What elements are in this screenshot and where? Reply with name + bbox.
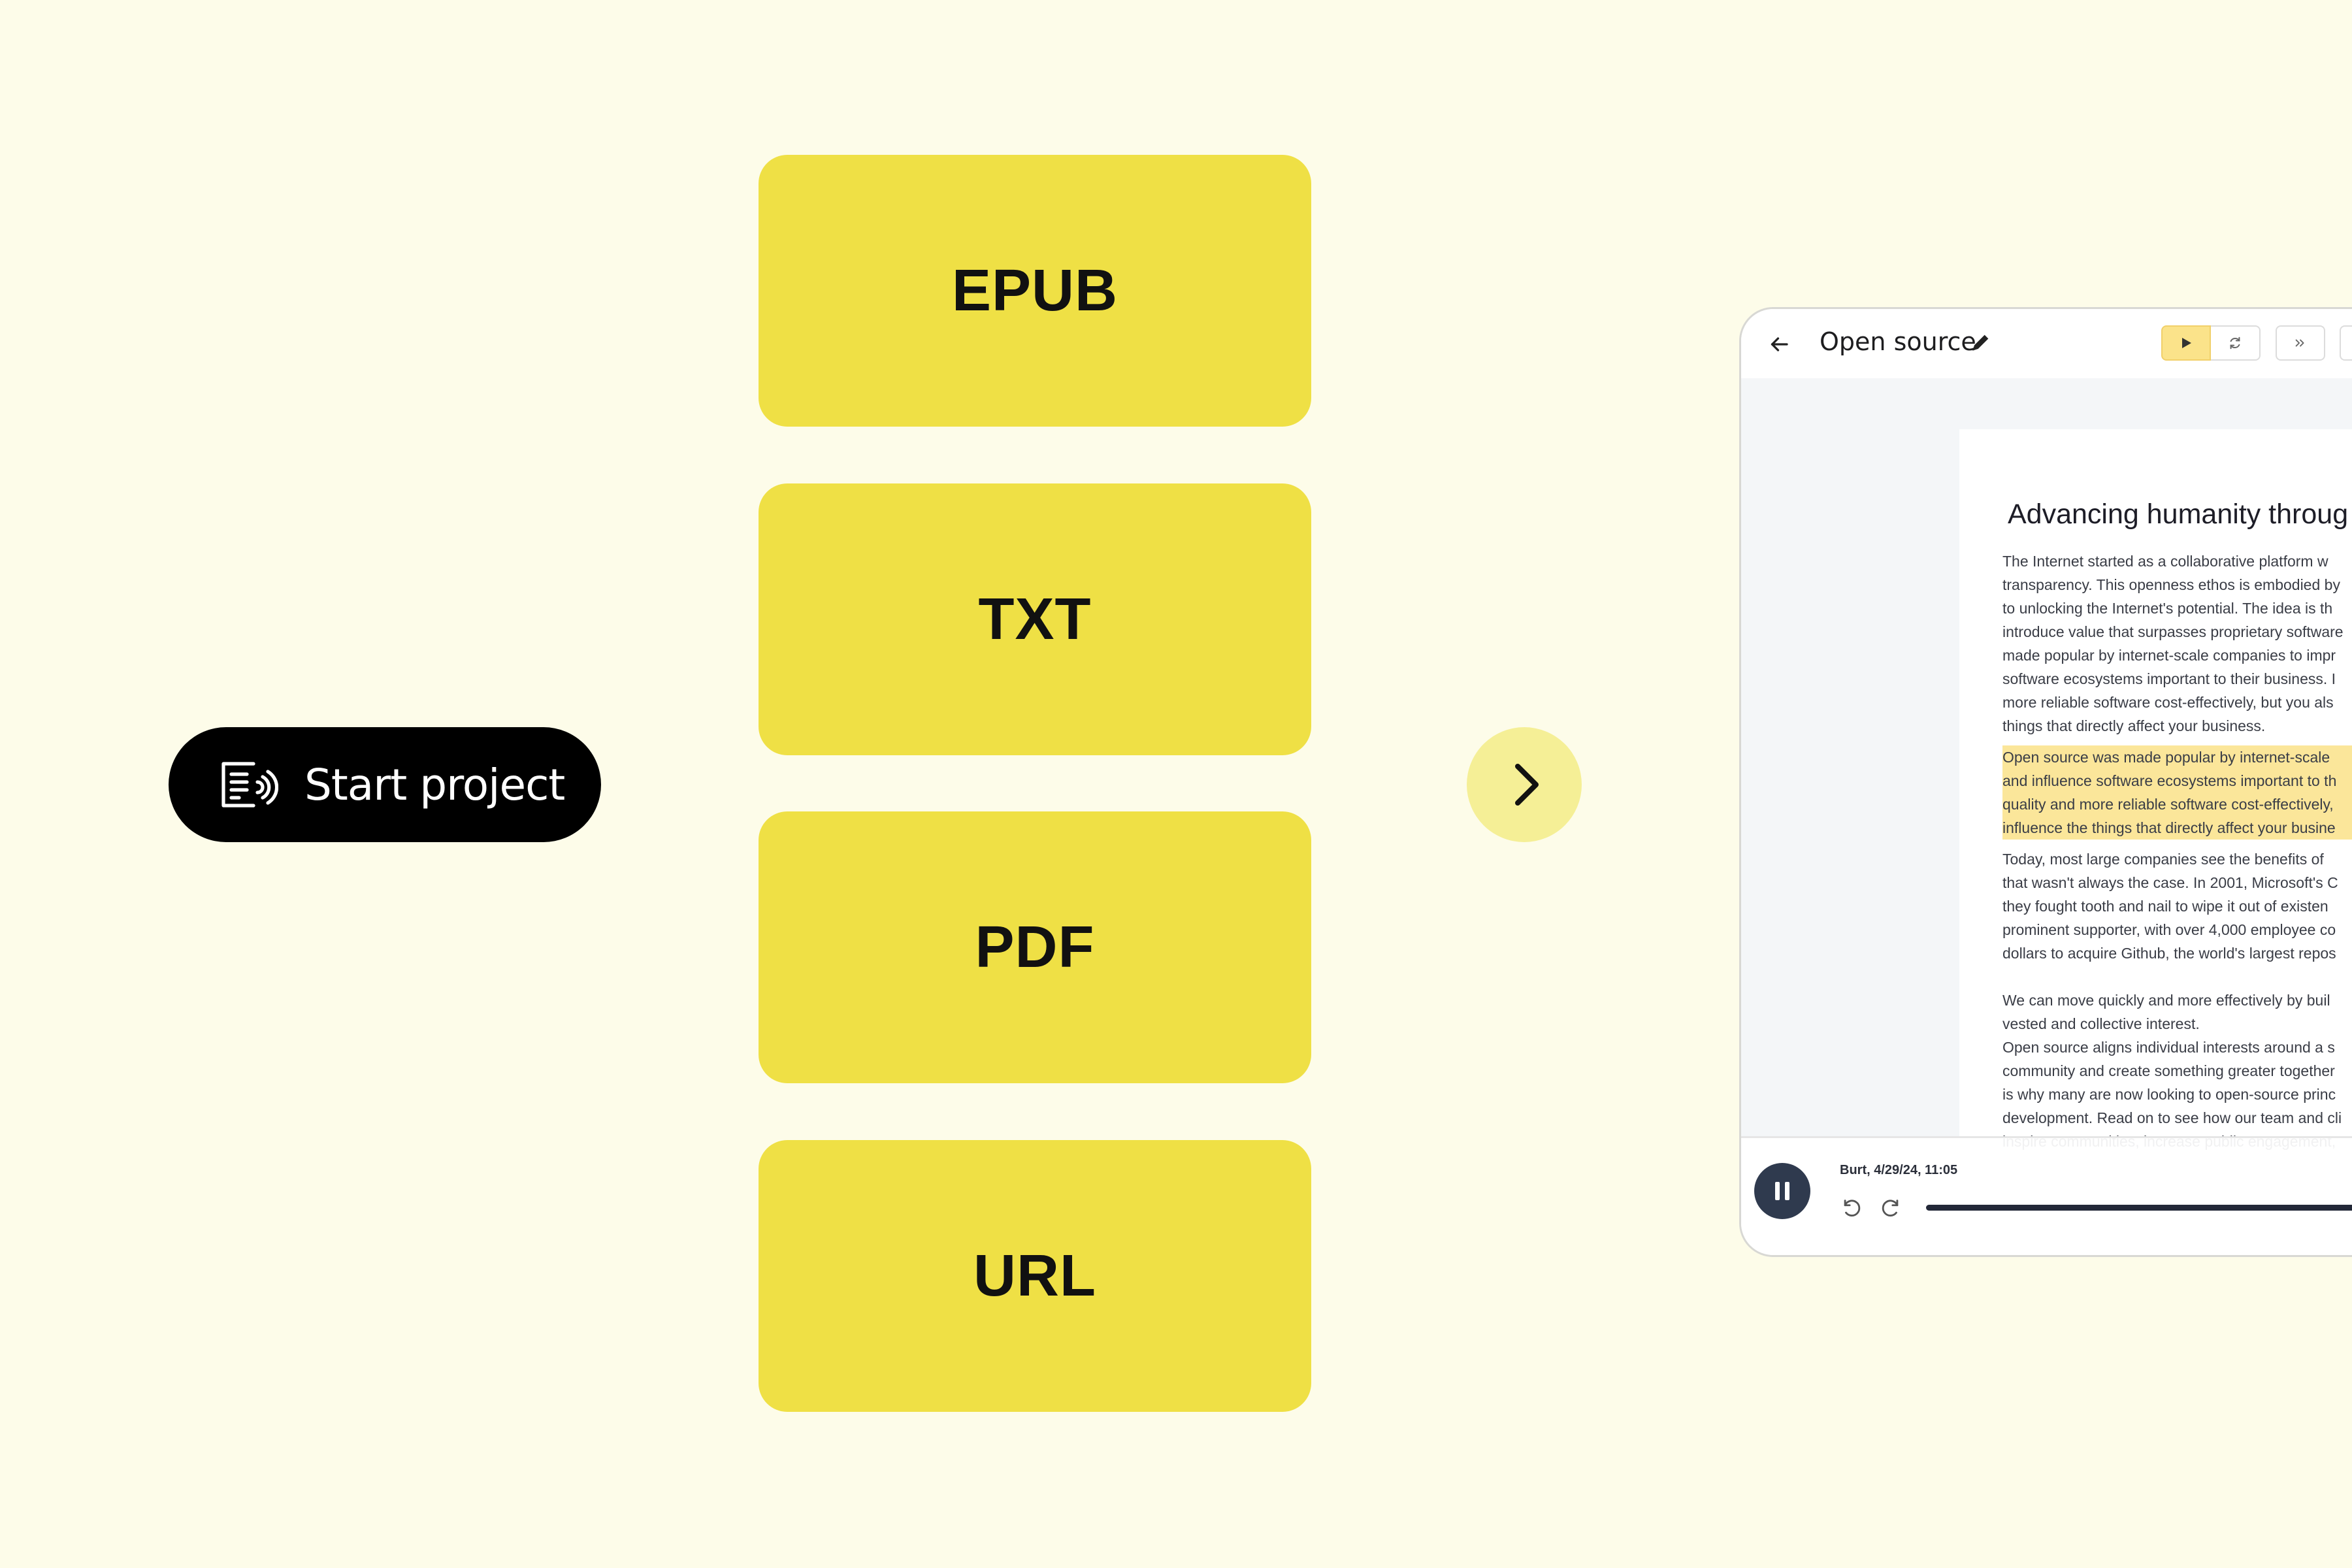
text-line: made popular by internet-scale companies…	[2002, 647, 2336, 664]
paragraph: Open source aligns individual interests …	[2002, 1036, 2352, 1153]
text-line: The Internet started as a collaborative …	[2002, 553, 2328, 570]
format-label: EPUB	[951, 257, 1119, 323]
format-label: URL	[973, 1243, 1096, 1309]
text-line: We can move quickly and more effectively…	[2002, 992, 2330, 1009]
highlighted-paragraph: Open source was made popular by internet…	[2002, 745, 2352, 840]
highlighted-text-line: and influence software ecosystems import…	[2002, 769, 2352, 792]
pause-icon	[1775, 1182, 1789, 1200]
format-card-pdf[interactable]: PDF	[759, 811, 1311, 1083]
text-line: Today, most large companies see the bene…	[2002, 851, 2324, 868]
text-line: software ecosystems important to their b…	[2002, 670, 2336, 687]
text-line: introduce value that surpasses proprieta…	[2002, 623, 2344, 640]
text-line: more reliable software cost-effectively,…	[2002, 694, 2334, 711]
text-line: that wasn't always the case. In 2001, Mi…	[2002, 874, 2338, 891]
paragraph: Today, most large companies see the bene…	[2002, 847, 2352, 965]
app-header: Open source	[1741, 309, 2352, 380]
app-preview-window: Open source	[1739, 307, 2352, 1257]
text-line: transparency. This openness ethos is emb…	[2002, 576, 2340, 593]
audio-player: Burt, 4/29/24, 11:05	[1741, 1136, 2352, 1255]
document-audio-icon	[221, 762, 278, 808]
text-line: prominent supporter, with over 4,000 emp…	[2002, 921, 2336, 938]
format-label: TXT	[978, 586, 1092, 652]
play-button[interactable]	[2161, 325, 2211, 361]
voice-and-timestamp: Burt, 4/29/24, 11:05	[1840, 1163, 1958, 1177]
rewind-10-icon[interactable]	[1840, 1197, 1863, 1219]
highlighted-text-line: Open source was made popular by internet…	[2002, 745, 2352, 769]
text-line: is why many are now looking to open-sour…	[2002, 1086, 2336, 1103]
text-line: vested and collective interest.	[2002, 1015, 2200, 1032]
paragraph: The Internet started as a collaborative …	[2002, 549, 2352, 738]
project-title: Open source	[1820, 327, 1976, 356]
pause-button[interactable]	[1754, 1163, 1810, 1219]
format-card-url[interactable]: URL	[759, 1140, 1311, 1412]
chevron-right-icon	[1515, 764, 1539, 806]
refresh-icon	[2230, 336, 2240, 350]
text-line: things that directly affect your busines…	[2002, 717, 2266, 734]
start-project-label: Start project	[304, 759, 565, 810]
play-icon	[2182, 338, 2191, 348]
text-line: development. Read on to see how our team…	[2002, 1109, 2342, 1126]
text-line: they fought tooth and nail to wipe it ou…	[2002, 898, 2328, 915]
back-arrow-icon[interactable]	[1767, 333, 1791, 356]
text-line: community and create something greater t…	[2002, 1062, 2335, 1079]
pencil-icon[interactable]	[1970, 331, 1992, 353]
highlighted-text-line: quality and more reliable software cost-…	[2002, 792, 2352, 816]
start-project-button[interactable]: Start project	[169, 727, 601, 842]
progress-bar[interactable]	[1926, 1205, 2352, 1211]
format-card-txt[interactable]: TXT	[759, 483, 1311, 755]
text-line: to unlocking the Internet's potential. T…	[2002, 600, 2333, 617]
paragraph: We can move quickly and more effectively…	[2002, 988, 2352, 1036]
skip-forward-button[interactable]	[2276, 325, 2325, 361]
more-button[interactable]	[2340, 325, 2352, 361]
skip-forward-icon	[2295, 339, 2304, 347]
format-card-epub[interactable]: EPUB	[759, 155, 1311, 427]
refresh-button[interactable]	[2211, 325, 2261, 361]
forward-10-icon[interactable]	[1880, 1197, 1902, 1219]
document-title: Advancing humanity throug	[2008, 498, 2349, 530]
next-button[interactable]	[1467, 727, 1582, 842]
format-label: PDF	[975, 914, 1095, 980]
highlighted-text-line: influence the things that directly affec…	[2002, 816, 2352, 840]
progress-fill	[1926, 1205, 2352, 1211]
text-line: dollars to acquire Github, the world's l…	[2002, 945, 2336, 962]
text-line: Open source aligns individual interests …	[2002, 1039, 2335, 1056]
